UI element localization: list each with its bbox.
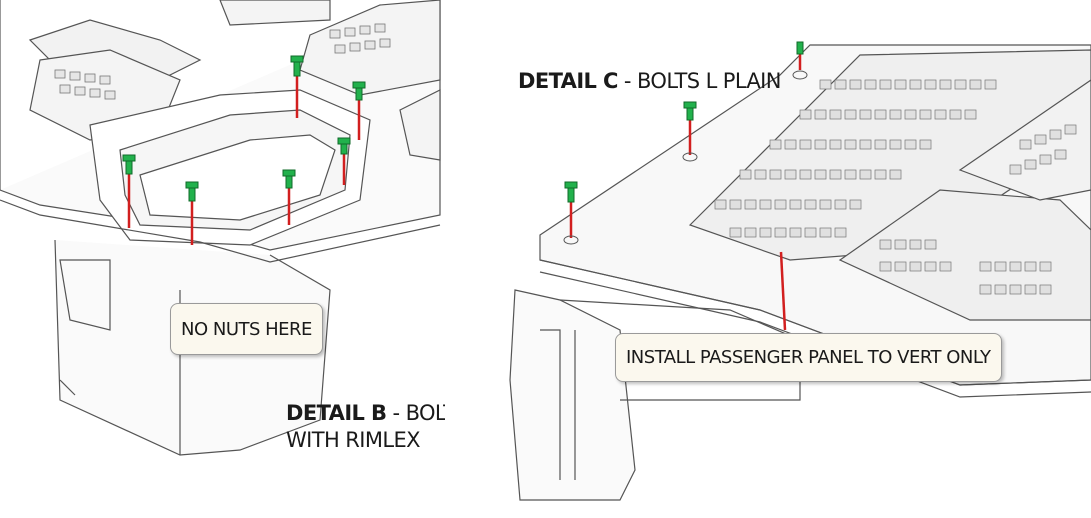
detail-b-drawing <box>0 0 441 456</box>
detail-b-panel: NO NUTS HERE DETAIL B - BOLTS L WITH RIM… <box>0 0 445 518</box>
detail-b-line2: WITH RIMLEX <box>286 428 421 453</box>
detail-c-panel: DETAIL C - BOLTS L PLAIN INSTALL PASSENG… <box>500 0 1091 518</box>
no-nuts-callout: NO NUTS HERE <box>170 303 323 355</box>
detail-c-title-rest: - BOLTS L PLAIN <box>617 69 782 93</box>
detail-b-title-rest: - BOLTS L <box>392 401 446 425</box>
detail-c-label: DETAIL C - BOLTS L PLAIN <box>518 68 781 95</box>
detail-c-title: DETAIL C <box>518 69 618 93</box>
detail-b-label: DETAIL B - BOLTS L WITH RIMLEX <box>286 400 445 455</box>
no-nuts-callout-text: NO NUTS HERE <box>181 318 312 340</box>
install-passenger-callout: INSTALL PASSENGER PANEL TO VERT ONLY <box>615 333 1002 382</box>
detail-b-title: DETAIL B <box>286 401 387 425</box>
detail-c-drawing <box>509 41 1091 501</box>
install-passenger-callout-text: INSTALL PASSENGER PANEL TO VERT ONLY <box>626 347 991 368</box>
